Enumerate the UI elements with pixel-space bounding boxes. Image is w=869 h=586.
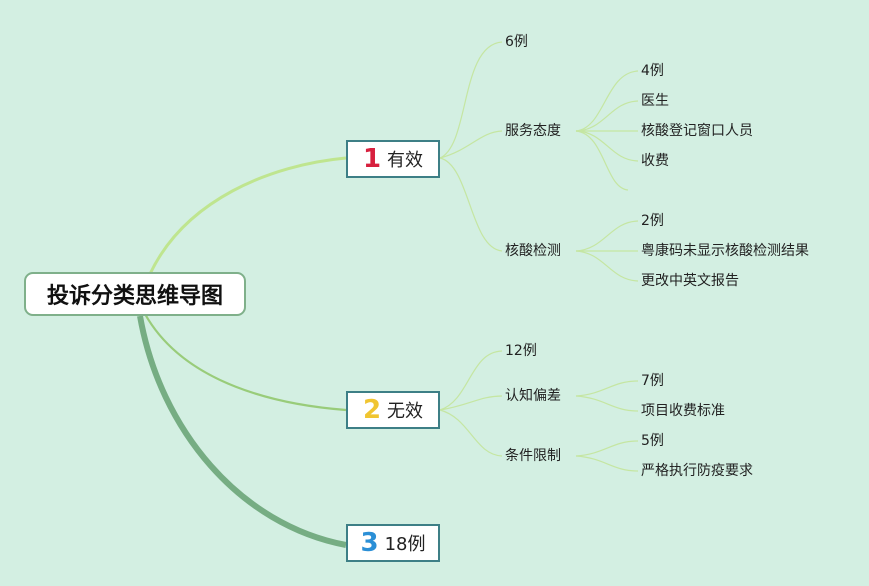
branch-label: 无效 (387, 401, 424, 422)
node-leaf[interactable]: 2例 (641, 213, 664, 229)
connector-fuwu-yisheng (575, 100, 639, 132)
connector-fuwu-4li (575, 70, 639, 132)
connector-b1-6li (439, 41, 503, 159)
node-condition-limit[interactable]: 条件限制 (505, 448, 561, 464)
node-leaf[interactable]: 粤康码未显示核酸检测结果 (641, 243, 809, 259)
branch-label: 有效 (387, 150, 424, 171)
node-leaf[interactable]: 更改中英文报告 (641, 273, 739, 289)
node-count[interactable]: 12例 (505, 343, 537, 359)
connector-renzhi-7li (575, 380, 639, 397)
connector-hesuan-2li (575, 220, 639, 252)
branch-node-invalid[interactable]: 2 无效 (346, 391, 440, 429)
connector-tiaojian-fangyi (575, 455, 639, 472)
connector-b1-hesuan (439, 157, 503, 252)
connector-b2-12li (439, 350, 503, 411)
connector-root-branch-1 (148, 156, 347, 275)
node-leaf[interactable]: 7例 (641, 373, 664, 389)
node-leaf[interactable]: 医生 (641, 93, 669, 109)
connector-tiaojian-5li (575, 440, 639, 457)
number-badge-1: 1 (362, 144, 382, 174)
branch-node-effective[interactable]: 1 有效 (346, 140, 440, 178)
node-cognitive-bias[interactable]: 认知偏差 (505, 388, 561, 404)
connector-fuwu-blank (575, 130, 629, 191)
connector-b2-tiaojian (439, 409, 503, 457)
connector-hesuan-report (575, 250, 639, 282)
node-count[interactable]: 6例 (505, 34, 528, 50)
node-leaf[interactable]: 5例 (641, 433, 664, 449)
number-badge-2: 2 (362, 395, 382, 425)
root-node[interactable]: 投诉分类思维导图 (24, 272, 246, 316)
branch-node-total[interactable]: 3 18例 (346, 524, 440, 562)
root-title: 投诉分类思维导图 (46, 284, 223, 309)
node-leaf[interactable]: 严格执行防疫要求 (641, 463, 753, 479)
number-badge-3: 3 (360, 528, 379, 558)
connector-root-branch-3 (137, 315, 347, 548)
node-nucleic-test[interactable]: 核酸检测 (505, 243, 561, 259)
branch-label: 18例 (384, 534, 426, 555)
node-leaf[interactable]: 项目收费标准 (641, 403, 725, 419)
connector-b2-renzhi (439, 395, 503, 411)
node-leaf[interactable]: 核酸登记窗口人员 (641, 123, 753, 139)
connector-b1-fuwu (439, 130, 503, 159)
connector-renzhi-biaozhun (575, 395, 639, 412)
node-leaf[interactable]: 4例 (641, 63, 664, 79)
node-service-attitude[interactable]: 服务态度 (505, 123, 561, 139)
connector-root-branch-2 (144, 313, 347, 412)
node-leaf[interactable]: 收费 (641, 153, 669, 169)
connector-fuwu-shoufei (575, 130, 639, 162)
